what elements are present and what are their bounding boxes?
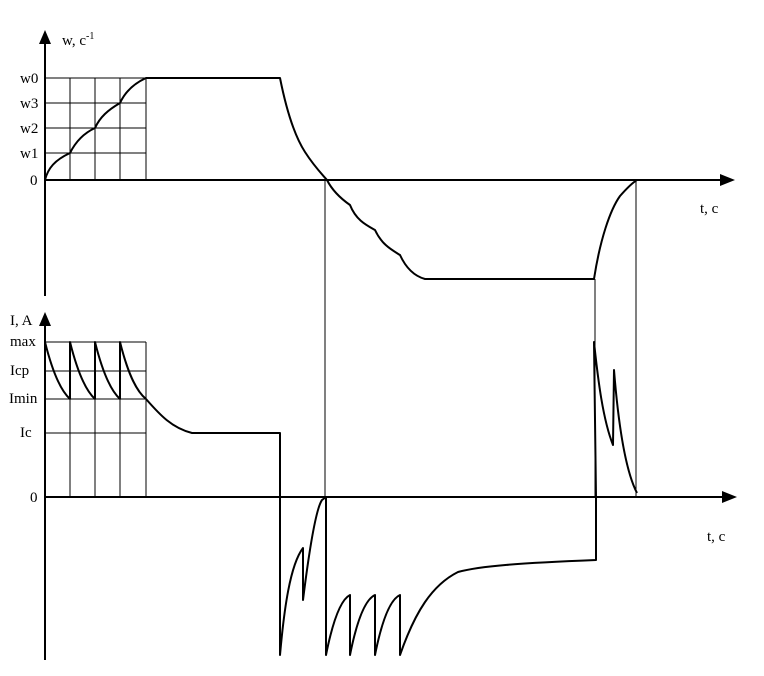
tick-label-w3: w3 <box>20 96 38 112</box>
tick-label-w1: w1 <box>20 146 38 162</box>
tick-label-max: max <box>10 334 36 350</box>
bottom-y-axis-label: I, A <box>10 313 33 329</box>
tick-label-w2: w2 <box>20 121 38 137</box>
bottom-y-axis-arrow <box>39 312 51 326</box>
current-curve <box>44 341 638 656</box>
top-x-axis-label: t, c <box>700 201 719 217</box>
tick-label-icp: Icp <box>10 363 29 379</box>
top-x-axis-arrow <box>720 174 735 186</box>
bottom-x-axis-arrow <box>722 491 737 503</box>
tick-label-bottom-zero: 0 <box>30 490 38 506</box>
bottom-x-axis-label: t, c <box>707 529 726 545</box>
tick-label-w0: w0 <box>20 71 38 87</box>
speed-curve <box>44 77 638 280</box>
tick-label-top-zero: 0 <box>30 173 38 189</box>
top-y-axis-label: w, c-1 <box>62 31 94 49</box>
top-y-axis-arrow <box>39 30 51 44</box>
top-grid <box>45 77 147 180</box>
tick-label-imin: Imin <box>9 391 38 407</box>
tick-label-ic: Ic <box>20 425 32 441</box>
